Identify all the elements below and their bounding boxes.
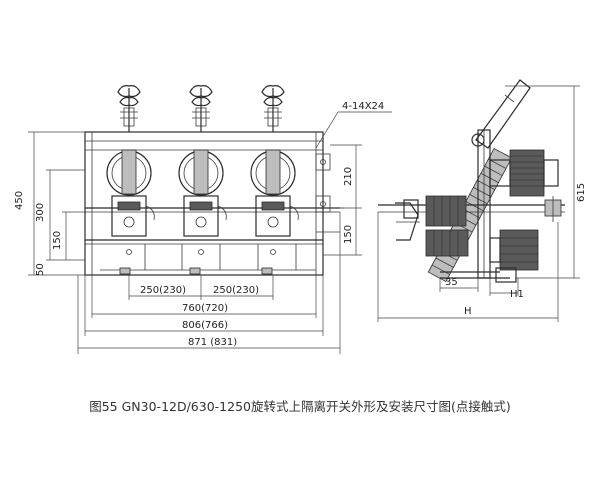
dim-50: 50 <box>35 263 46 276</box>
dim-300: 300 <box>35 203 46 222</box>
pole-2 <box>178 85 227 255</box>
dim-pitch-left: 250(230) <box>140 285 186 296</box>
hole-note-leader <box>315 111 339 149</box>
figure-caption: 图55 GN30-12D/630-1250旋转式上隔离开关外形及安装尺寸图(点接… <box>89 399 511 414</box>
pole-1 <box>106 85 155 255</box>
left-dimensions: 450 300 150 50 <box>14 131 85 276</box>
right-dimensions: 210 150 <box>323 144 362 256</box>
front-view: 4-14X24 450 300 150 50 <box>14 85 392 354</box>
left-lower-insulator <box>425 229 469 257</box>
dim-760: 760(720) <box>182 303 228 314</box>
dim-h: H <box>464 306 472 317</box>
dim-overall-height: 450 <box>14 191 25 210</box>
dim-pitch-right: 250(230) <box>213 285 259 296</box>
dim-150-right: 150 <box>343 225 354 244</box>
dim-210: 210 <box>343 167 354 186</box>
side-view: 615 35 H1 H <box>377 79 587 322</box>
dim-806: 806(766) <box>182 320 228 331</box>
left-upper-insulator <box>425 195 467 227</box>
dim-35: 35 <box>445 277 458 288</box>
front-frame <box>84 131 324 276</box>
lower-right-insulator <box>499 229 539 271</box>
dim-150: 150 <box>52 231 63 250</box>
dim-615: 615 <box>576 183 587 202</box>
upper-insulator <box>509 149 545 197</box>
dim-871: 871 (831) <box>188 337 237 348</box>
bottom-dimensions: 250(230) 250(230) 760(720) 806(766) 871 … <box>77 212 341 354</box>
pole-3 <box>250 85 299 255</box>
dim-h1: H1 <box>510 289 524 300</box>
hole-note: 4-14X24 <box>342 101 384 112</box>
